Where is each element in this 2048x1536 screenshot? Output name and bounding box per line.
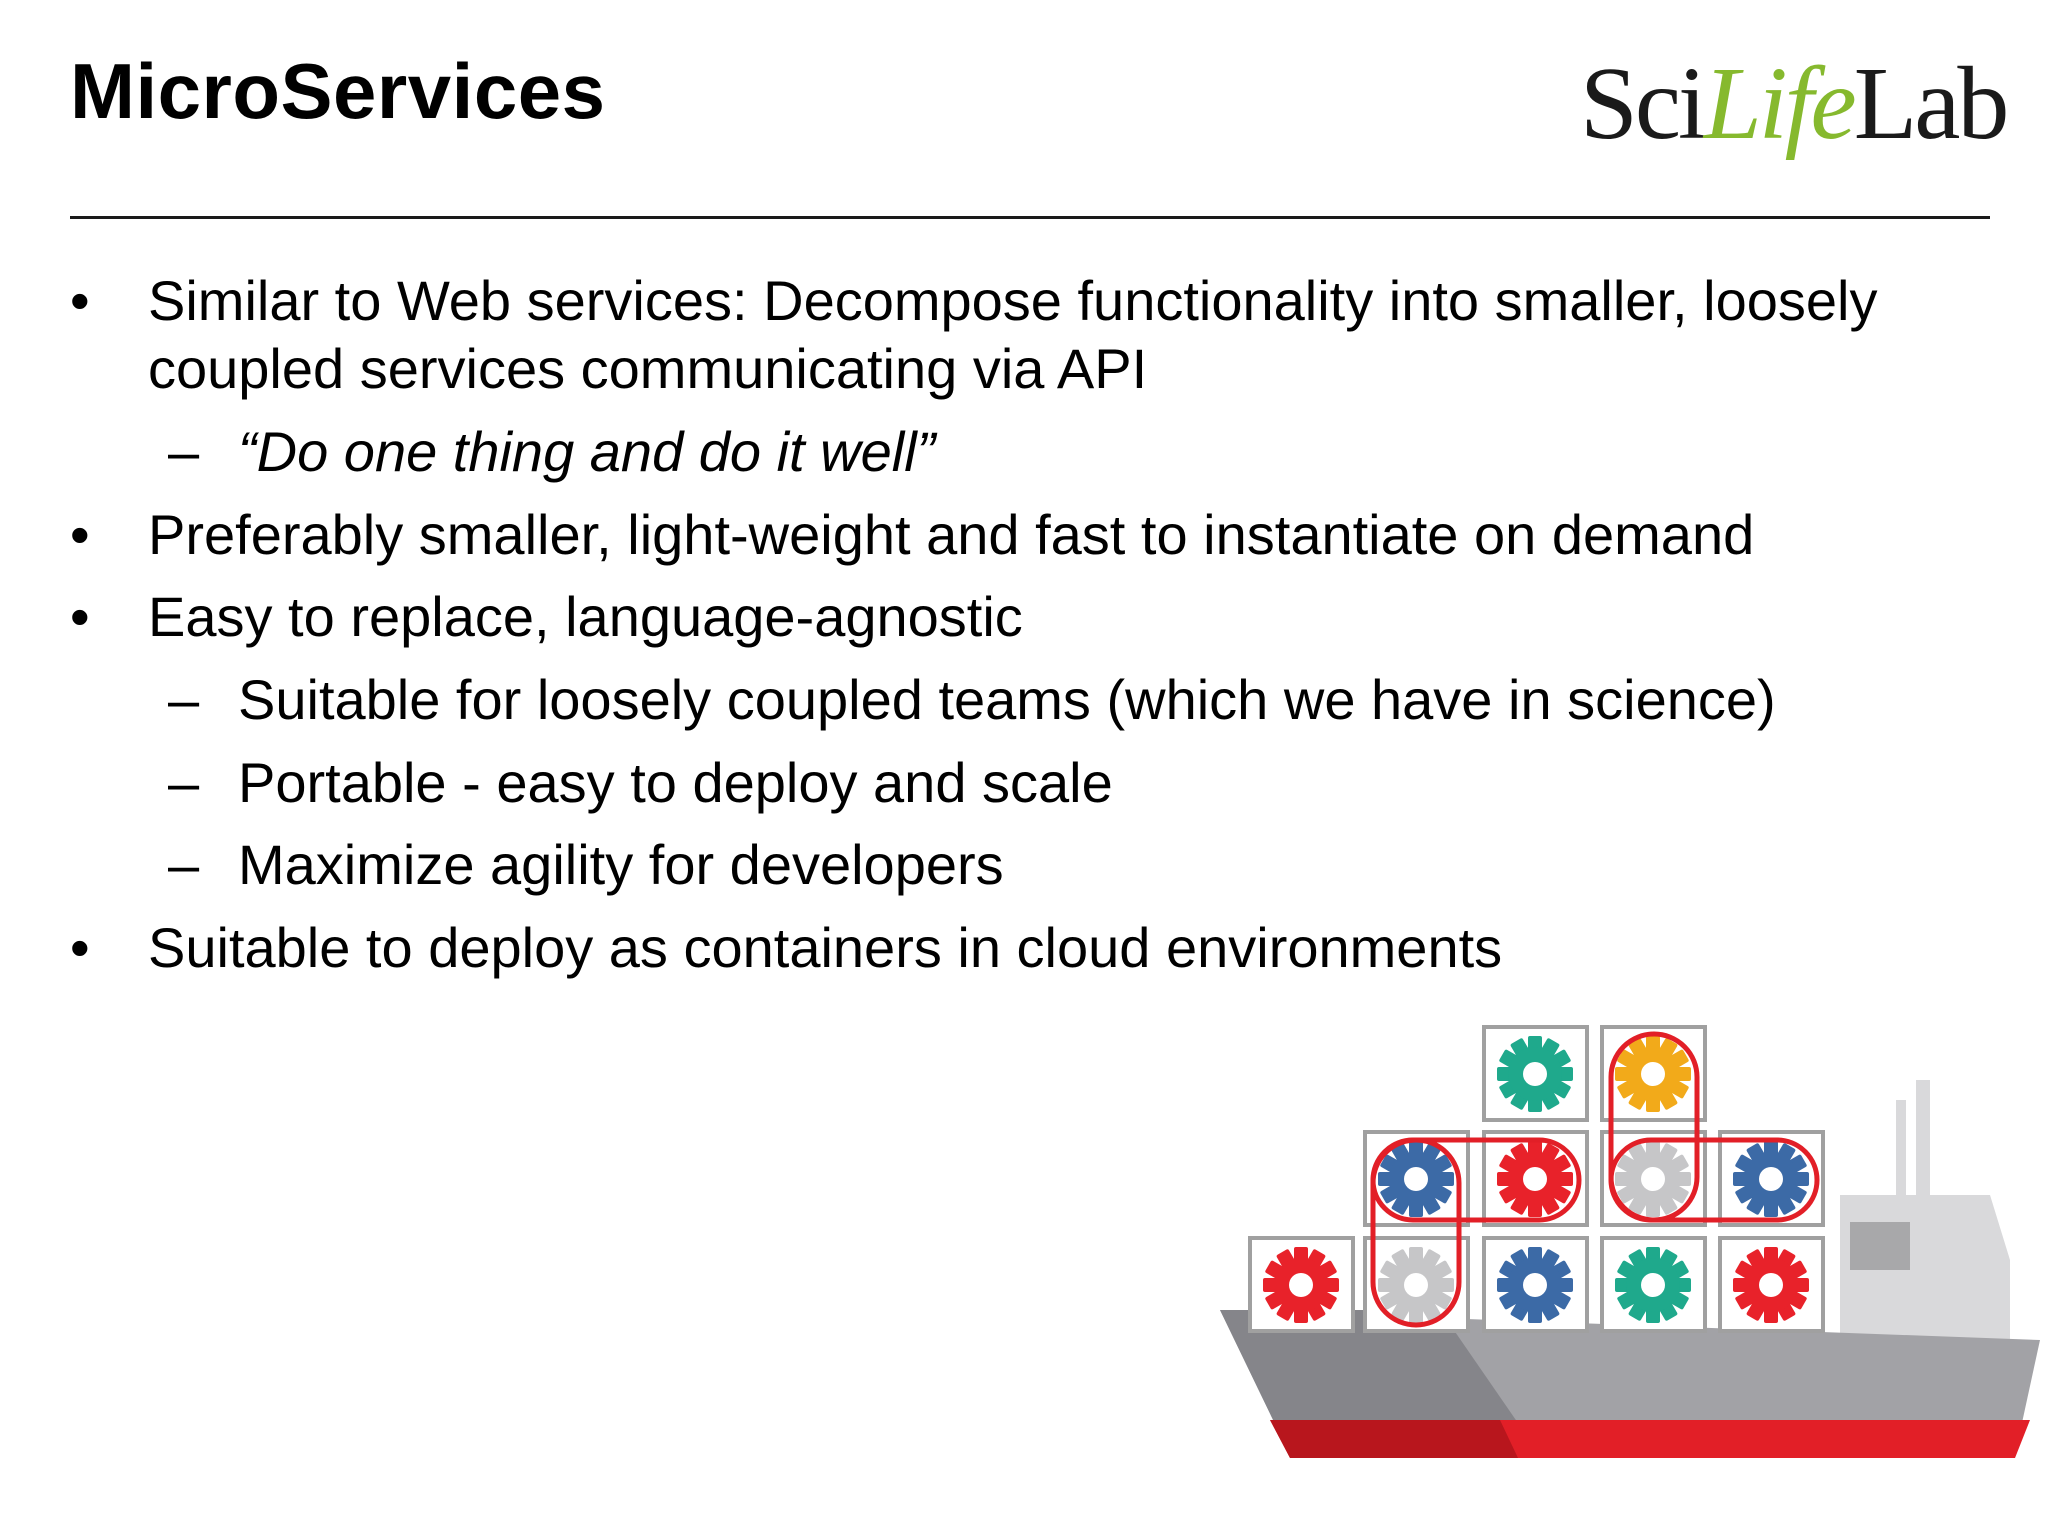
logo-text-life: Life xyxy=(1703,46,1857,161)
sub-bullet-marker: – xyxy=(168,751,200,814)
sub-bullet-quote: “Do one thing and do it well” xyxy=(238,420,936,483)
container xyxy=(1248,1236,1355,1333)
bullet-4-text: Suitable to deploy as containers in clou… xyxy=(148,916,1503,979)
sub-bullet-portable: Portable - easy to deploy and scale xyxy=(238,751,1113,814)
container xyxy=(1482,1025,1589,1122)
belt xyxy=(1370,1137,1582,1223)
title-divider xyxy=(70,216,1990,219)
bullet-3-text: Easy to replace, language-agnostic xyxy=(148,585,1023,648)
bullet-marker: • xyxy=(70,503,90,566)
container xyxy=(1600,1025,1707,1122)
container xyxy=(1718,1130,1825,1227)
sub-bullet-marker: – xyxy=(168,833,200,896)
logo-text-sci: Sci xyxy=(1580,46,1707,161)
bullet-marker: • xyxy=(70,269,90,332)
bullet-marker: • xyxy=(70,916,90,979)
logo-text-lab: Lab xyxy=(1853,46,2010,161)
sub-bullet-marker: – xyxy=(168,668,200,731)
scilifelab-logo: SciLifeLab xyxy=(1580,52,2009,156)
container xyxy=(1482,1236,1589,1333)
bullet-1-line-2: coupled services communicating via API xyxy=(148,337,1148,400)
container xyxy=(1363,1236,1470,1333)
bullet-2-text: Preferably smaller, light-weight and fas… xyxy=(148,503,1755,566)
bullet-marker: • xyxy=(70,585,90,648)
sub-bullet-agility: Maximize agility for developers xyxy=(238,833,1004,896)
belt xyxy=(1608,1137,1820,1223)
ship-hull xyxy=(1220,1310,2040,1458)
cabin-window xyxy=(1850,1222,1910,1270)
container xyxy=(1718,1236,1825,1333)
sub-bullet-teams: Suitable for loosely coupled teams (whic… xyxy=(238,668,1776,731)
bullet-1-line-1: Similar to Web services: Decompose funct… xyxy=(148,269,1878,332)
sub-bullet-marker: – xyxy=(168,420,200,483)
bullet-list: • Similar to Web services: Decompose fun… xyxy=(70,269,1878,979)
slide-title: MicroServices xyxy=(70,47,606,135)
container xyxy=(1600,1236,1707,1333)
container-ship-illustration xyxy=(1220,1025,2040,1458)
gear-connection-belts xyxy=(1370,1031,1820,1328)
container xyxy=(1600,1130,1707,1227)
container xyxy=(1363,1130,1470,1227)
container-stack xyxy=(1248,1025,1825,1333)
container xyxy=(1482,1130,1589,1227)
ship-cabin xyxy=(1840,1080,2010,1340)
